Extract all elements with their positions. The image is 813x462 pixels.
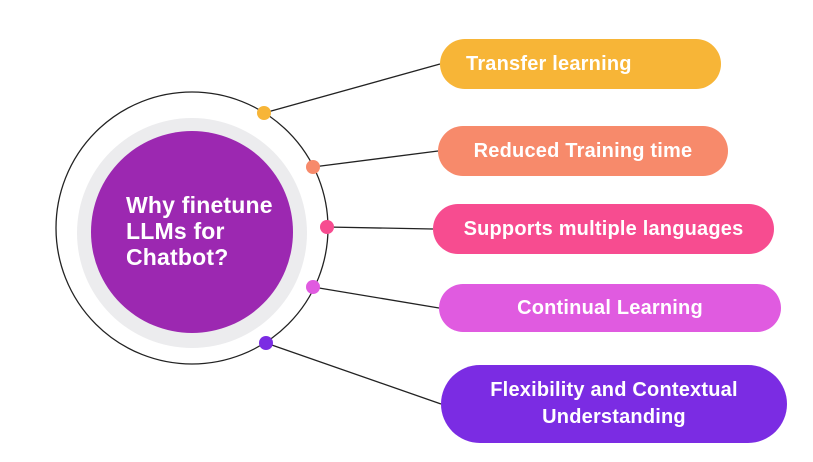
connector-line-flexibility — [265, 342, 442, 405]
hub-title: Why finetune LLMs for Chatbot? — [126, 192, 311, 270]
hub-circle — [91, 131, 293, 333]
pill-continual-learning-label: Continual Learning — [517, 296, 703, 319]
connector-line-supports-multiple-languages — [326, 226, 434, 230]
connector-dot-continual-learning — [306, 280, 320, 294]
connector-line-continual-learning — [312, 286, 440, 309]
hub-title-line-1: Why finetune — [126, 192, 273, 218]
hub-title-line-2: LLMs for — [126, 218, 225, 244]
connector-line-transfer-learning — [263, 63, 441, 114]
pill-reduced-training-time: Reduced Training time — [438, 126, 728, 176]
pill-flexibility-contextual-understanding-label: Flexibility and Contextual Understanding — [490, 379, 738, 428]
pill-supports-multiple-languages: Supports multiple languages — [433, 204, 774, 254]
pill-supports-multiple-languages-label: Supports multiple languages — [463, 217, 744, 240]
pill-continual-learning: Continual Learning — [439, 284, 781, 332]
pill-reduced-training-time-label: Reduced Training time — [473, 139, 693, 162]
hub-title-line-3: Chatbot? — [126, 244, 229, 270]
pill-transfer-learning: Transfer learning — [440, 39, 721, 89]
connector-dot-supports-multiple-languages — [320, 220, 334, 234]
pill-flexibility-contextual-understanding: Flexibility and Contextual Understanding — [441, 365, 787, 443]
connector-dot-flexibility — [259, 336, 273, 350]
connector-dot-reduced-training-time — [306, 160, 320, 174]
connector-dot-transfer-learning — [257, 106, 271, 120]
pill-transfer-learning-label: Transfer learning — [466, 52, 632, 75]
connector-line-reduced-training-time — [312, 150, 439, 168]
